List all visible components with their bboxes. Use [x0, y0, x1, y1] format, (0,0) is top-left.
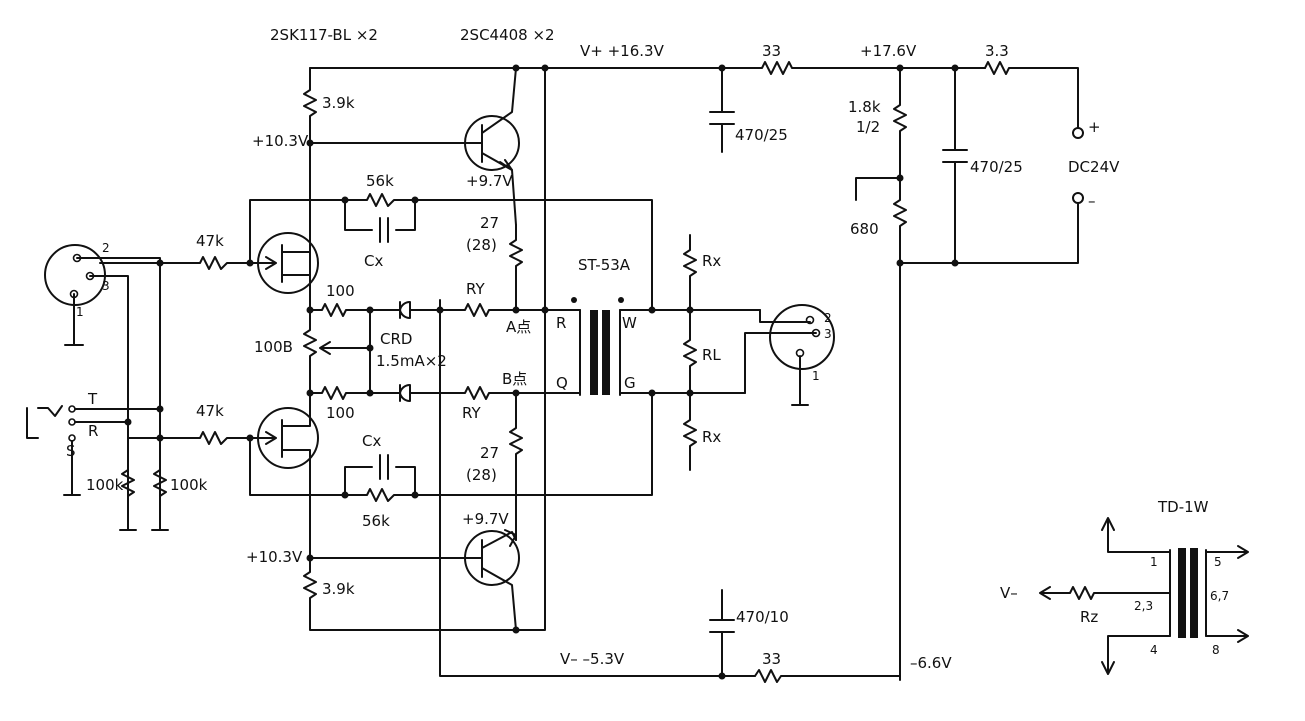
label-td1w: TD-1W	[1157, 498, 1209, 516]
label-xlr-in-3: 3	[102, 279, 110, 293]
label-v-17-6: +17.6V	[860, 42, 917, 60]
output-section	[559, 234, 835, 471]
label-r47k-top: 47k	[196, 232, 224, 250]
label-dc24v: DC24V	[1068, 158, 1120, 176]
label-rx-top: Rx	[702, 252, 721, 270]
label-point-a: A点	[506, 318, 531, 336]
label-r27-bot: 27	[480, 444, 499, 462]
label-term-r: R	[556, 314, 566, 332]
label-v-plus: V+ +16.3V	[580, 42, 665, 60]
label-td-pin67: 6,7	[1210, 589, 1229, 603]
label-r47k-bot: 47k	[196, 402, 224, 420]
label-td-vminus: V–	[1000, 584, 1018, 602]
label-term-g: G	[624, 374, 636, 392]
label-xlr-out-3: 3	[824, 327, 832, 341]
label-ry-top: RY	[466, 280, 485, 298]
label-rx-bot: Rx	[702, 428, 721, 446]
label-r27-top: 27	[480, 214, 499, 232]
label-cap-470-25-a: 470/25	[735, 126, 788, 144]
label-xlr-out-1: 1	[812, 369, 820, 383]
label-cx-top: Cx	[364, 252, 383, 270]
label-td-rz: Rz	[1080, 608, 1098, 626]
label-td-pin8: 8	[1212, 643, 1220, 657]
label-ry-bot: RY	[462, 404, 481, 422]
label-crd: CRD	[380, 330, 412, 348]
label-r100k-b: 100k	[170, 476, 208, 494]
label-r680: 680	[850, 220, 879, 238]
label-r100-bot: 100	[326, 404, 355, 422]
label-r3-9k-bot: 3.9k	[322, 580, 355, 598]
label-r56k-bot: 56k	[362, 512, 390, 530]
label-v9-7-top: +9.7V	[466, 172, 513, 190]
label-r33-top: 33	[762, 42, 781, 60]
label-term-q: Q	[556, 374, 568, 392]
label-dc-plus: +	[1088, 118, 1101, 136]
power-supply	[309, 61, 1084, 683]
label-xlr-out-2: 2	[824, 311, 832, 325]
label-r28-top: (28)	[466, 236, 497, 254]
label-bjt-part: 2SC4408 ×2	[460, 26, 555, 44]
label-td-pin5: 5	[1214, 555, 1222, 569]
td1w-inset	[1039, 517, 1249, 675]
label-r1-8k-watt: 1/2	[856, 118, 880, 136]
label-v-minus: V– –5.3V	[560, 650, 625, 668]
label-r100k-a: 100k	[86, 476, 124, 494]
label-cx-bot: Cx	[362, 432, 381, 450]
label-td-pin4: 4	[1150, 643, 1158, 657]
lower-stage	[159, 67, 653, 631]
label-r3-9k-top: 3.9k	[322, 94, 355, 112]
input-section	[26, 244, 169, 531]
label-r56k-top: 56k	[366, 172, 394, 190]
label-v-6-6: –6.6V	[910, 654, 952, 672]
label-xlr-in-2: 2	[102, 241, 110, 255]
label-r33-bot: 33	[762, 650, 781, 668]
label-r3-3: 3.3	[985, 42, 1009, 60]
labels: 2SK117-BL ×2 2SC4408 ×2 V+ +16.3V 33 +17…	[66, 26, 1229, 672]
label-jack-s: S	[66, 442, 76, 460]
label-st53a: ST-53A	[578, 256, 631, 274]
label-xlr-in-1: 1	[76, 305, 84, 319]
label-v9-7-bot: +9.7V	[462, 510, 509, 528]
label-point-b: B点	[502, 370, 527, 388]
label-vr-100b: 100B	[254, 338, 293, 356]
label-jack-r: R	[88, 422, 98, 440]
label-v10-3-bot: +10.3V	[246, 548, 303, 566]
label-r28-bot: (28)	[466, 466, 497, 484]
label-r100-top: 100	[326, 282, 355, 300]
label-jack-t: T	[87, 390, 98, 408]
label-cap-470-25-b: 470/25	[970, 158, 1023, 176]
label-r1-8k: 1.8k	[848, 98, 881, 116]
label-jfet-part: 2SK117-BL ×2	[270, 26, 378, 44]
label-dc-minus: –	[1088, 192, 1096, 210]
label-term-w: W	[622, 314, 637, 332]
label-td-pin23: 2,3	[1134, 599, 1153, 613]
label-rl: RL	[702, 346, 721, 364]
junction-dots	[124, 64, 959, 680]
label-crd-spec: 1.5mA×2	[376, 352, 447, 370]
upper-stage	[99, 67, 653, 396]
label-cap-470-10: 470/10	[736, 608, 789, 626]
label-v10-3-top: +10.3V	[252, 132, 309, 150]
label-td-pin1: 1	[1150, 555, 1158, 569]
